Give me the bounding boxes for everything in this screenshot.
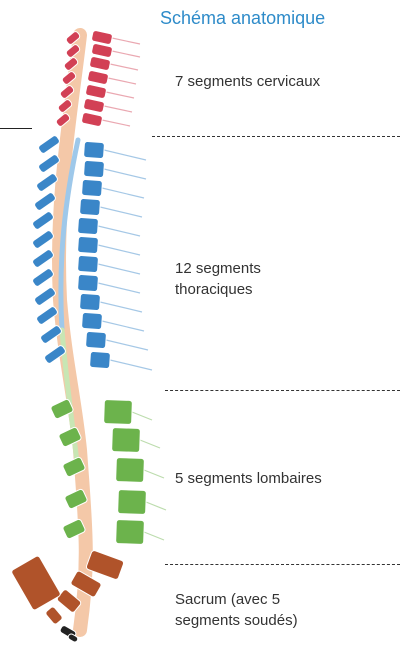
nerve-root: [102, 321, 144, 331]
thoracic-vertebra: [89, 351, 110, 368]
lumbar-vertebra: [112, 428, 141, 453]
thoracic-vertebra: [77, 274, 98, 291]
sacrum-segment: [45, 606, 64, 625]
nerve-root: [110, 360, 152, 370]
sacrum-label-line2: segments soudés): [175, 610, 298, 631]
thoracic-vertebra: [77, 217, 98, 234]
nerve-root: [112, 51, 140, 57]
thoracic-vertebra: [77, 255, 98, 272]
reference-line: [0, 128, 32, 129]
nerve-root: [146, 502, 166, 510]
lumbar-vertebra: [116, 520, 145, 545]
divider-cervical-thoracic: [152, 136, 400, 137]
cervical-vertebra: [91, 30, 113, 45]
thoracic-vertebra: [85, 331, 106, 348]
thoracic-label-line2: thoraciques: [175, 279, 253, 300]
nerve-root: [110, 64, 138, 70]
thoracic-process: [35, 306, 58, 326]
thoracic-process: [33, 287, 56, 307]
nerve-root: [98, 245, 140, 255]
nerve-root: [102, 120, 130, 126]
nerve-root: [104, 106, 132, 112]
thoracic-vertebra: [79, 198, 100, 215]
nerve-root: [140, 440, 160, 448]
sacrum-label-line1: Sacrum (avec 5: [175, 589, 280, 610]
vertebrae-group: [11, 30, 147, 643]
cervical-vertebra: [89, 56, 111, 71]
thoracic-process: [31, 211, 54, 231]
cervical-vertebra: [83, 98, 105, 113]
nerve-root: [108, 78, 136, 84]
thoracic-vertebra: [79, 293, 100, 310]
sacrum-ala: [11, 555, 62, 611]
nerve-root: [98, 264, 140, 274]
cervical-vertebra: [85, 84, 107, 99]
nerve-root: [98, 226, 140, 236]
nerve-root: [100, 207, 142, 217]
cervical-label: 7 segments cervicaux: [175, 71, 320, 92]
lumbar-label: 5 segments lombaires: [175, 468, 322, 489]
thoracic-vertebra: [81, 179, 102, 196]
thoracic-process: [31, 249, 54, 269]
thoracic-process: [33, 192, 56, 212]
cervical-vertebra: [81, 112, 103, 127]
nerve-root: [98, 283, 140, 293]
thoracic-vertebra: [83, 160, 104, 177]
nerve-root: [144, 470, 164, 478]
lumbar-vertebra: [104, 400, 133, 425]
lumbar-vertebra: [118, 490, 147, 515]
nerve-root: [132, 412, 152, 420]
lumbar-vertebra: [116, 458, 145, 483]
nerve-root: [106, 92, 134, 98]
divider-lumbar-sacrum: [165, 564, 400, 565]
nerve-root: [102, 188, 144, 198]
nerve-root: [144, 532, 164, 540]
cervical-vertebra: [87, 70, 109, 85]
sacrum-segment: [70, 570, 102, 598]
cervical-vertebra: [91, 43, 113, 58]
nerve-root: [112, 38, 140, 44]
nerve-root: [104, 169, 146, 179]
thoracic-label-line1: 12 segments: [175, 258, 261, 279]
nerve-root: [104, 150, 146, 160]
thoracic-process: [31, 268, 54, 288]
diagram-title: Schéma anatomique: [160, 8, 325, 29]
thoracic-vertebra: [81, 312, 102, 329]
thoracic-process: [31, 230, 54, 250]
nerve-root: [106, 340, 148, 350]
thoracic-vertebra: [83, 141, 104, 158]
divider-thoracic-lumbar: [165, 390, 400, 391]
thoracic-vertebra: [77, 236, 98, 253]
nerve-root: [100, 302, 142, 312]
thoracic-process: [37, 135, 60, 155]
